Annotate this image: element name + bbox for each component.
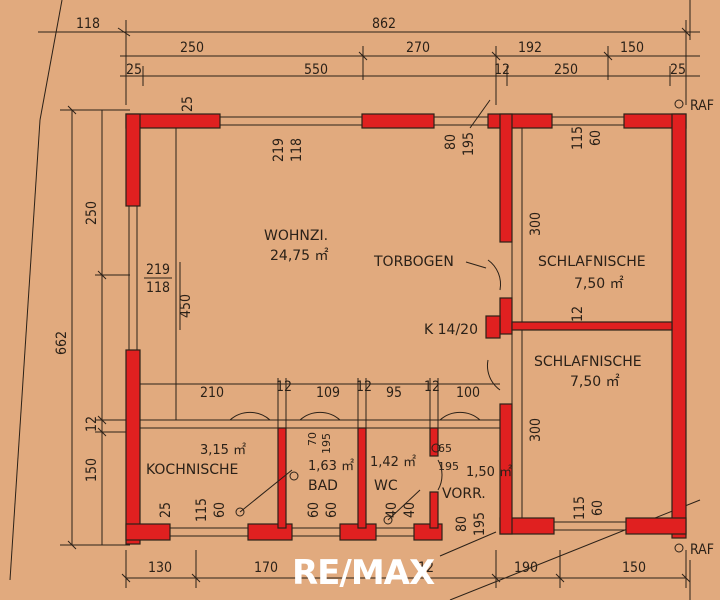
- room-koch-area: 3,15 ㎡: [200, 443, 246, 458]
- dim-wall-300-lower: 300: [528, 418, 544, 442]
- dim-window-sch-115: 115: [570, 126, 586, 150]
- dim-bedroom-12: 12: [570, 306, 586, 322]
- dim-window-top-118: 118: [289, 138, 305, 162]
- room-schlaf2-name: SCHLAFNISCHE: [534, 354, 642, 370]
- dim-top-192: 192: [518, 40, 542, 56]
- dim-bottom-170: 170: [254, 560, 278, 576]
- axis-marker-top: [674, 99, 684, 109]
- bottom-dimensions: [121, 550, 691, 600]
- openings: [128, 99, 626, 557]
- dim-bath-window-60a: 60: [306, 502, 322, 518]
- dim-partition-210: 210: [200, 385, 224, 401]
- dim-wc-window-40a: 40: [384, 502, 400, 518]
- dim-bad-door-70: 70: [306, 432, 319, 446]
- dim-bed-window-60: 60: [590, 500, 606, 516]
- dim-partition-95: 95: [386, 385, 402, 401]
- dim-top-25a: 25: [126, 62, 142, 78]
- dim-window-top-25: 25: [180, 96, 196, 112]
- dim-partition-12a: 12: [276, 379, 292, 395]
- room-bad-name: BAD: [308, 478, 338, 494]
- dim-bottom-130: 130: [148, 560, 172, 576]
- remax-logo: RE/MAX: [292, 553, 435, 593]
- dim-window-top-219: 219: [271, 138, 287, 162]
- left-dimensions: [60, 105, 181, 550]
- dim-bottom-window-115: 115: [194, 498, 210, 522]
- dim-window-left-219: 219: [146, 262, 170, 278]
- dim-top-250: 250: [180, 40, 204, 56]
- room-schlaf2-area: 7,50 ㎡: [570, 374, 620, 390]
- dim-top-25b: 25: [670, 62, 686, 78]
- dim-top-12: 12: [494, 62, 510, 78]
- dim-partition-100: 100: [456, 385, 480, 401]
- dim-top-150: 150: [620, 40, 644, 56]
- dim-wc-door-195: 195: [438, 460, 459, 473]
- dim-partition-12c: 12: [424, 379, 440, 395]
- dim-wc-door-65: 65: [438, 442, 452, 455]
- dim-bottom-window-25: 25: [158, 502, 174, 518]
- dim-left-total: 662: [54, 331, 70, 355]
- room-vorr-name: VORR.: [442, 486, 486, 502]
- dim-bottom-window-60: 60: [212, 502, 228, 518]
- room-koch-name: KOCHNISCHE: [146, 462, 238, 478]
- dim-vorr-door-195: 195: [472, 512, 488, 536]
- dim-bottom-190: 190: [514, 560, 538, 576]
- dim-window-top-right-80: 80: [443, 134, 459, 150]
- room-schlaf1-name: SCHLAFNISCHE: [538, 254, 646, 270]
- room-wohnzi-area: 24,75 ㎡: [270, 248, 329, 264]
- dim-window-left-118: 118: [146, 280, 170, 296]
- dim-bad-door-195: 195: [320, 433, 333, 454]
- dim-window-sch-60: 60: [588, 130, 604, 146]
- right-label-bottom: RAF: [690, 542, 714, 558]
- top-dimensions: [38, 0, 700, 105]
- room-wohnzi-name: WOHNZI.: [264, 228, 328, 244]
- dim-bed-window-115: 115: [572, 496, 588, 520]
- room-wc-name: WC: [374, 478, 398, 494]
- dim-left-150: 150: [84, 458, 100, 482]
- room-torbogen: TORBOGEN: [373, 254, 454, 270]
- dim-vorr-door-80: 80: [454, 516, 470, 532]
- dim-top-270: 270: [406, 40, 430, 56]
- room-wc-area: 1,42 ㎡: [370, 455, 416, 470]
- dim-partition-12b: 12: [356, 379, 372, 395]
- right-label-top: RAF: [690, 98, 714, 114]
- dim-bottom-150: 150: [622, 560, 646, 576]
- dim-window-top-right-195: 195: [461, 132, 477, 156]
- room-bad-area: 1,63 ㎡: [308, 459, 354, 474]
- dim-partition-109: 109: [316, 385, 340, 401]
- dim-top-total: 862: [372, 16, 396, 32]
- room-kamin: K 14/20: [424, 322, 478, 338]
- dim-left-12: 12: [84, 416, 100, 432]
- dim-bottom-12: 12: [418, 560, 434, 576]
- dim-top-250b: 250: [554, 62, 578, 78]
- dim-inner-450: 450: [178, 294, 194, 318]
- dim-top-550: 550: [304, 62, 328, 78]
- walls: [125, 113, 687, 545]
- dim-top-offset: 118: [76, 16, 100, 32]
- construction-lines: [9, 0, 701, 600]
- dim-wc-window-40b: 40: [402, 502, 418, 518]
- room-vorr-area: 1,50 ㎡: [466, 465, 512, 480]
- room-schlaf1-area: 7,50 ㎡: [574, 276, 624, 292]
- dim-wall-300-upper: 300: [528, 212, 544, 236]
- dim-left-250: 250: [84, 201, 100, 225]
- dim-bath-window-60b: 60: [324, 502, 340, 518]
- axis-marker-bottom: [674, 543, 684, 553]
